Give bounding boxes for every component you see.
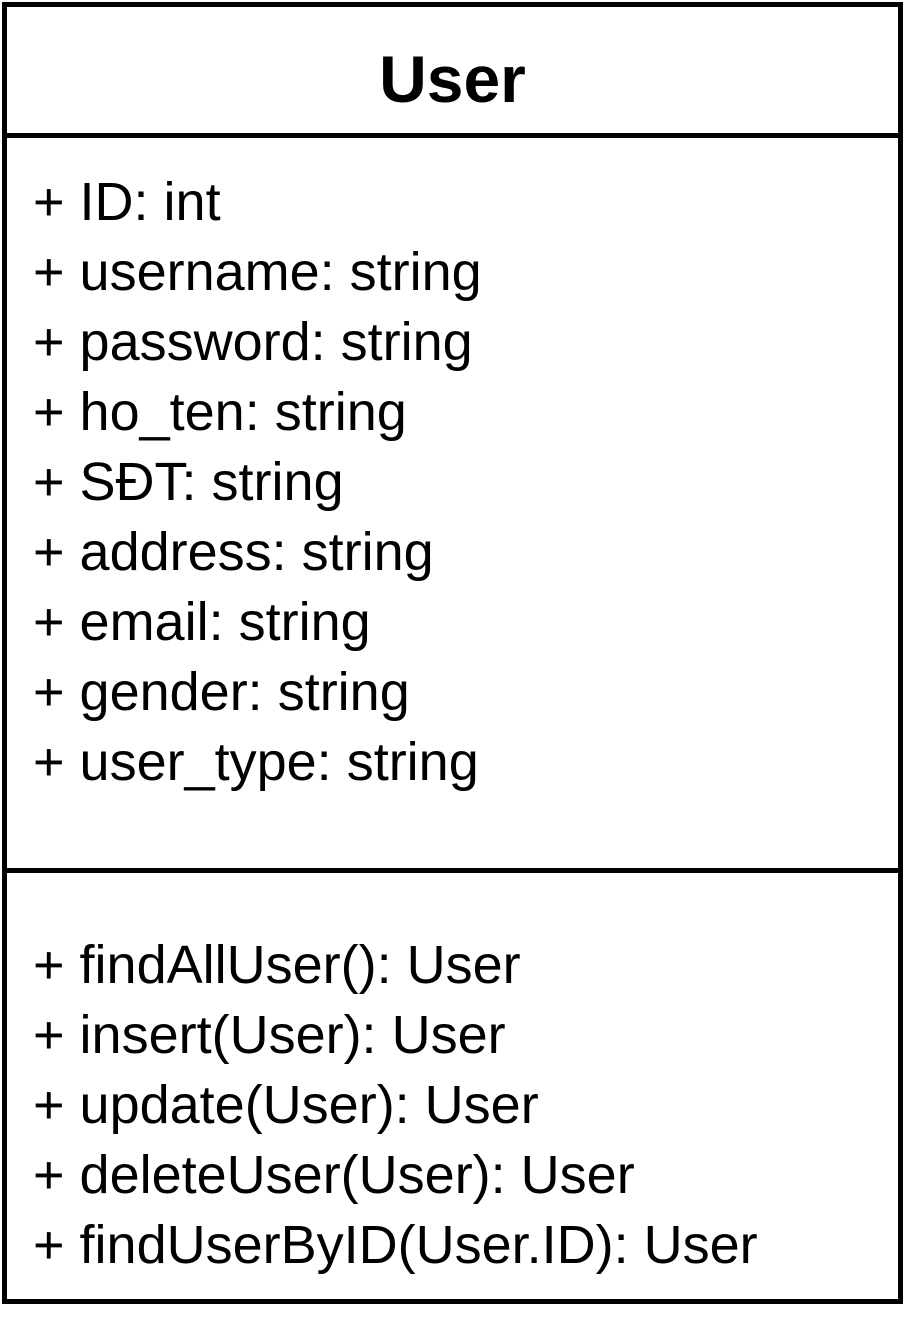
attribute-email: + email: string xyxy=(33,592,371,652)
attribute-user-type: + user_type: string xyxy=(33,732,479,792)
attribute-password: + password: string xyxy=(33,312,473,372)
methods-section: + findAllUser(): User + insert(User): Us… xyxy=(7,878,898,1299)
attribute-gender: + gender: string xyxy=(33,662,410,722)
method-find-all-user: + findAllUser(): User xyxy=(33,935,521,995)
method-update: + update(User): User xyxy=(33,1075,539,1135)
attributes-section: + ID: int + username: string + password:… xyxy=(7,138,898,873)
method-find-user-by-id: + findUserByID(User.ID): User xyxy=(33,1215,758,1275)
attribute-address: + address: string xyxy=(33,522,434,582)
method-insert: + insert(User): User xyxy=(33,1005,506,1065)
attribute-ho-ten: + ho_ten: string xyxy=(33,382,407,442)
attribute-id: + ID: int xyxy=(33,172,221,232)
attribute-sdt: + SĐT: string xyxy=(33,452,344,512)
attribute-username: + username: string xyxy=(33,242,482,302)
class-name: User xyxy=(7,7,898,138)
method-delete-user: + deleteUser(User): User xyxy=(33,1145,635,1205)
